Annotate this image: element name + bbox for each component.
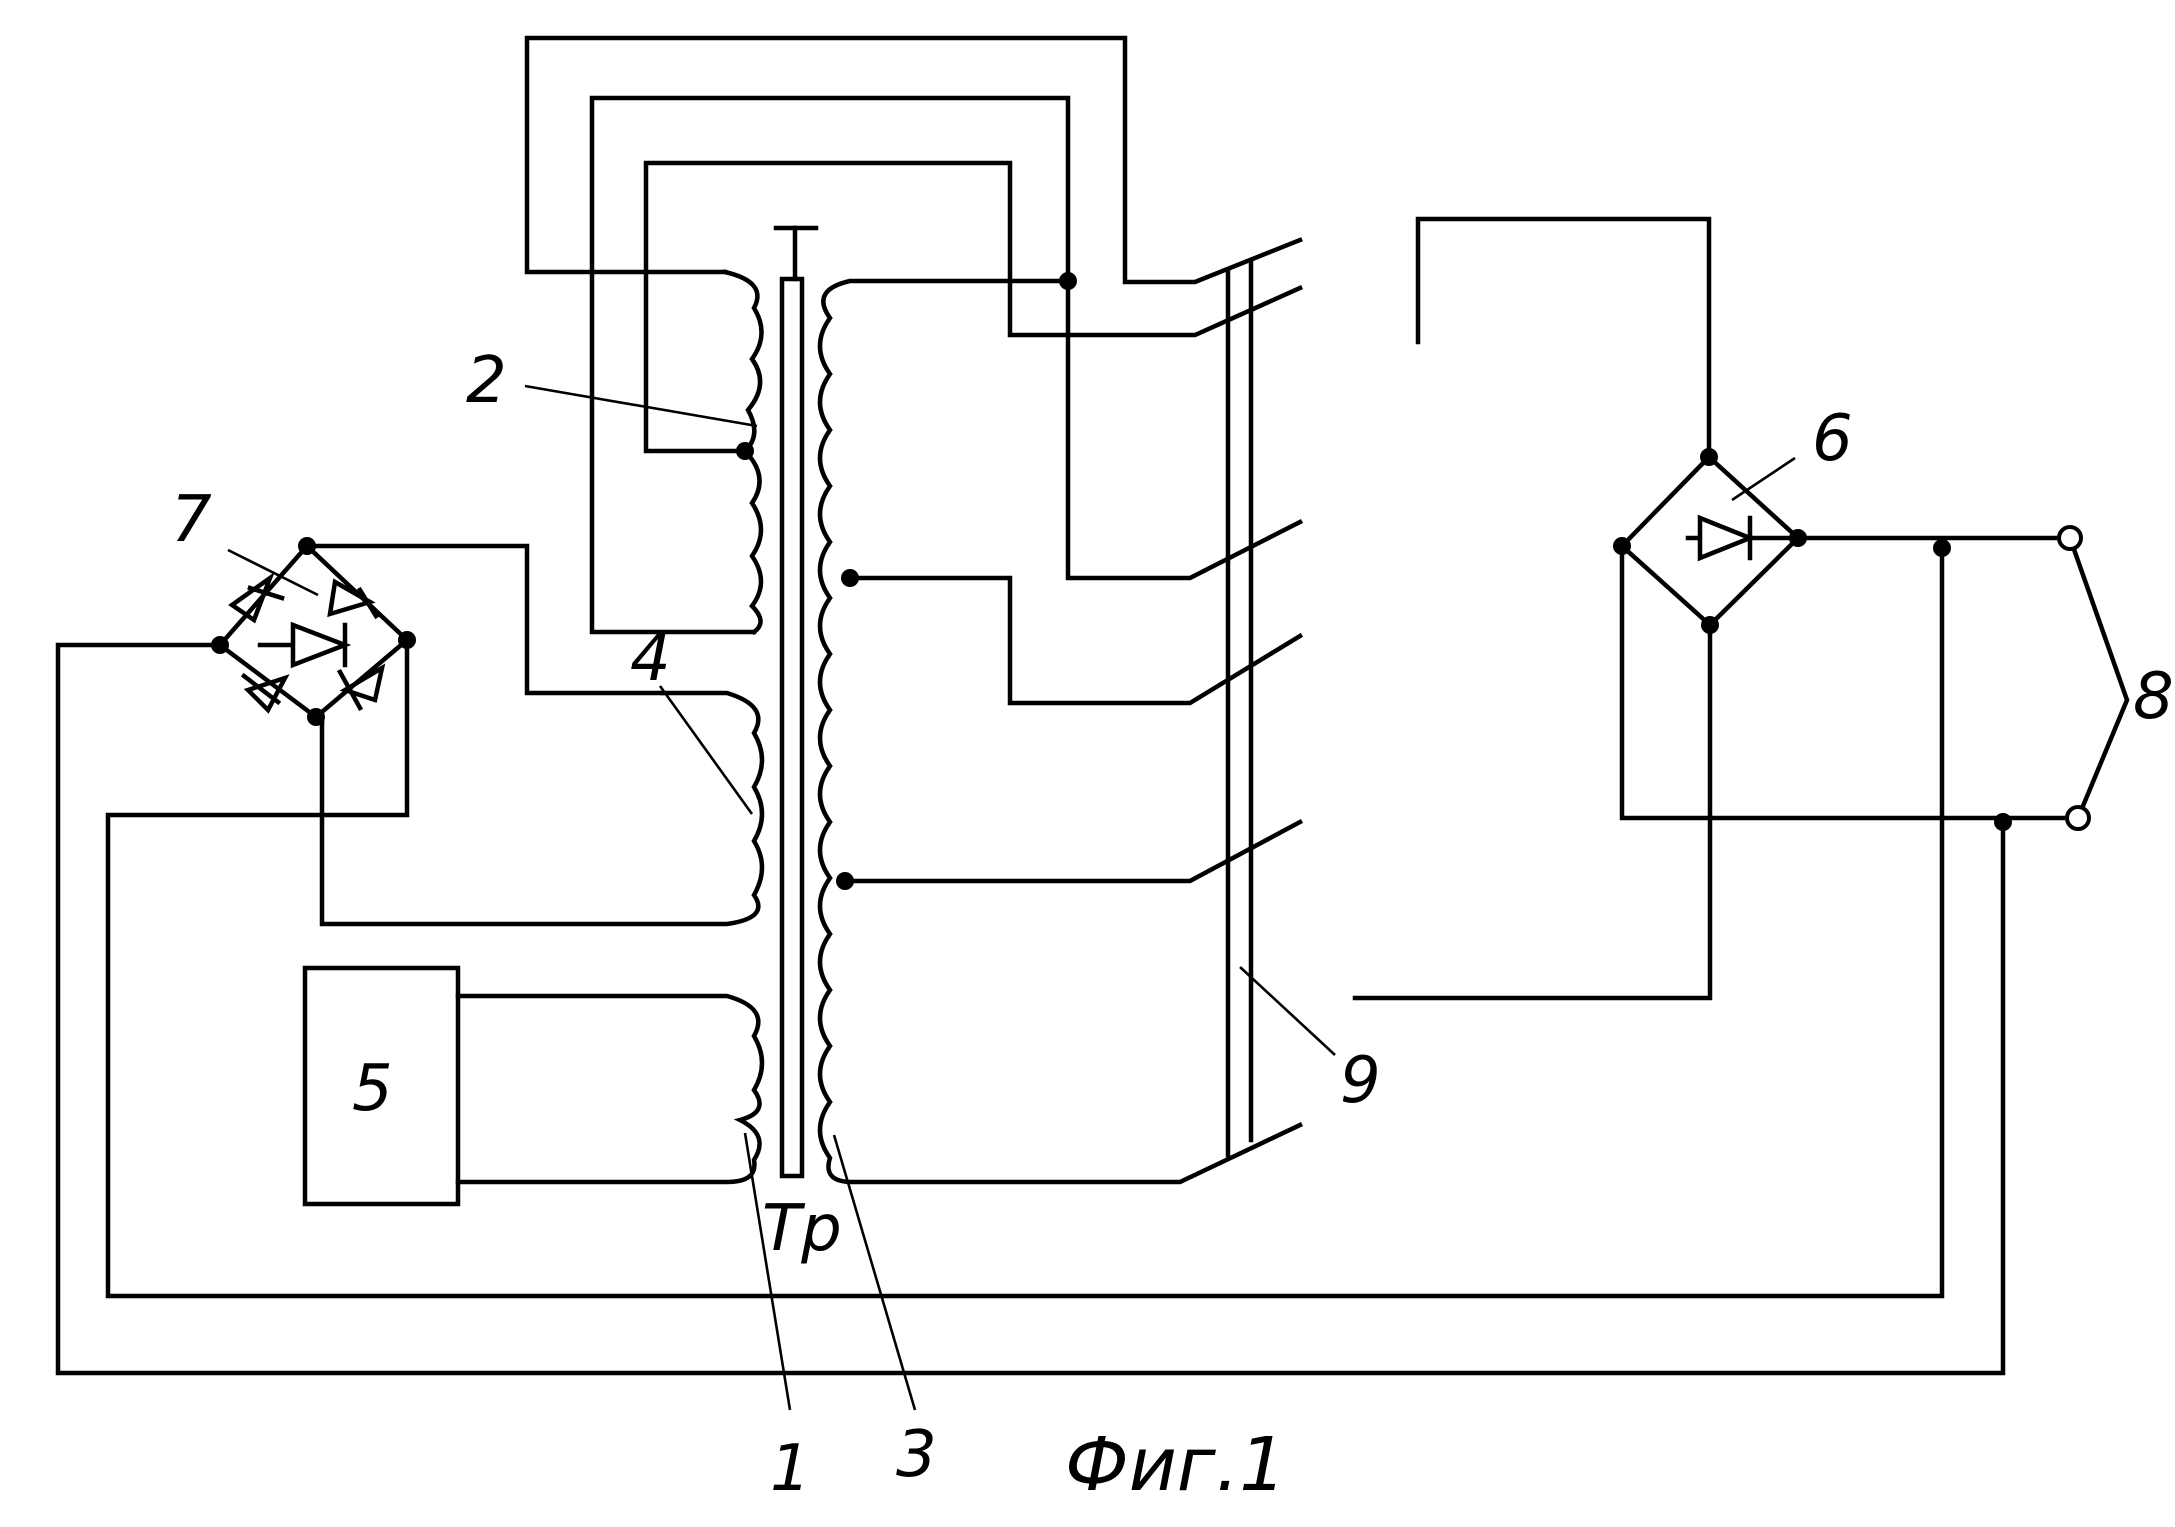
leader-9 bbox=[1239, 966, 1336, 1056]
label-bridge-6: 6 bbox=[1812, 402, 1853, 476]
junction bbox=[1994, 813, 2012, 831]
label-winding-2: 2 bbox=[466, 344, 507, 418]
label-switch-9: 9 bbox=[1340, 1044, 1381, 1118]
junction bbox=[736, 442, 754, 460]
leader-2 bbox=[524, 384, 758, 428]
diode-bridge-7 bbox=[216, 542, 411, 720]
wire-bridge6-left bbox=[1619, 543, 2073, 821]
label-winding-1: 1 bbox=[770, 1432, 811, 1506]
junction bbox=[1059, 272, 1077, 290]
wire-top-loop-inner bbox=[643, 160, 1303, 454]
junction bbox=[307, 708, 325, 726]
block-5 bbox=[302, 965, 461, 1207]
label-winding-3: 3 bbox=[896, 1418, 937, 1492]
wire-bridge6-top bbox=[1415, 216, 1712, 460]
wire-top-loop-middle bbox=[589, 95, 1071, 635]
junction bbox=[1613, 537, 1631, 555]
wire-bridge7-right-out bbox=[105, 545, 1945, 1299]
label-terminals-8: 8 bbox=[2133, 660, 2174, 734]
junction bbox=[841, 569, 859, 587]
label-winding-4: 4 bbox=[630, 622, 671, 696]
leader-4 bbox=[658, 685, 754, 815]
wire-tap-1 bbox=[1065, 278, 1304, 581]
winding-3-coil bbox=[817, 278, 1303, 1185]
junction bbox=[1701, 616, 1719, 634]
wire-bridge7-right-top bbox=[304, 543, 665, 696]
junction bbox=[398, 631, 416, 649]
winding-1-coil bbox=[455, 993, 765, 1185]
junction bbox=[1933, 539, 1951, 557]
wire-bridge6-bottom bbox=[1352, 622, 1713, 1001]
terminal-8-bottom bbox=[2065, 805, 2091, 831]
junction bbox=[836, 872, 854, 890]
wire-bridge7-left-out bbox=[55, 642, 2006, 1376]
junction bbox=[1700, 448, 1718, 466]
junction bbox=[298, 537, 316, 555]
leader-1 bbox=[743, 1132, 792, 1411]
label-transformer: Тр bbox=[762, 1192, 842, 1266]
wire-tap-3 bbox=[842, 818, 1304, 884]
wire-top-loop-outer bbox=[524, 35, 1303, 285]
leader-6 bbox=[1731, 456, 1796, 502]
leader-3 bbox=[832, 1134, 917, 1411]
figure-caption: Фиг.1 bbox=[1065, 1422, 1286, 1508]
diode-bridge-6 bbox=[1618, 453, 1802, 629]
junction bbox=[211, 636, 229, 654]
wire-tap-2 bbox=[847, 575, 1304, 706]
label-bridge-7: 7 bbox=[171, 483, 212, 557]
terminals-8-lead bbox=[2067, 535, 2130, 821]
leader-7 bbox=[227, 548, 319, 597]
transformer-core bbox=[779, 276, 805, 1179]
winding-4-coil bbox=[319, 690, 765, 927]
junction bbox=[1789, 529, 1807, 547]
label-block-5: 5 bbox=[352, 1052, 393, 1126]
terminal-8-top bbox=[2057, 525, 2083, 551]
